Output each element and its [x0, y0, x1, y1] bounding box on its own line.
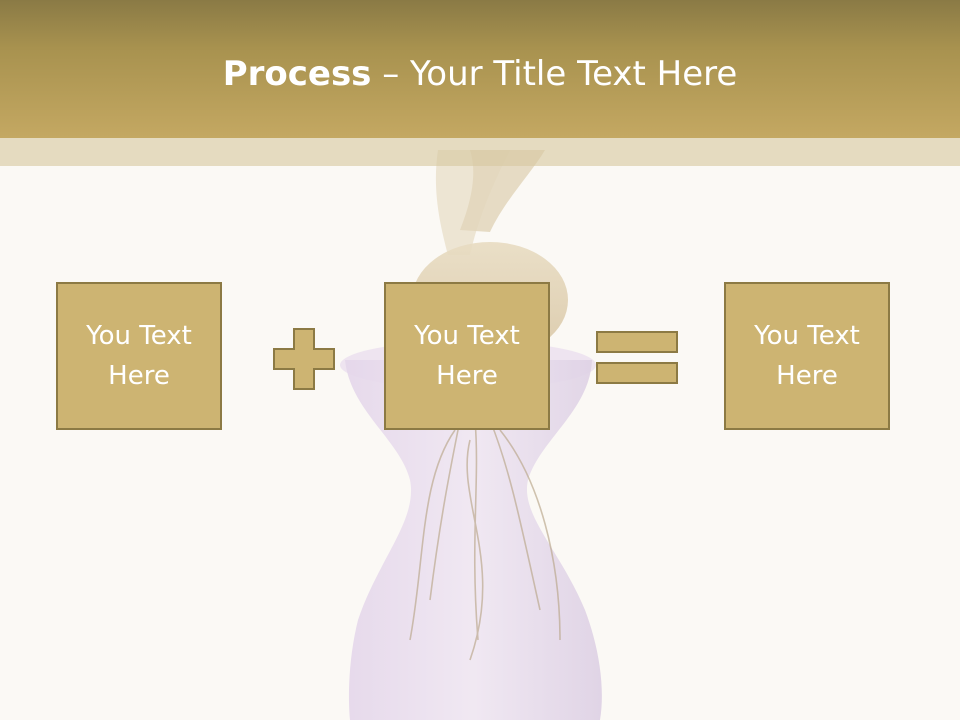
process-step-2-label: You Text Here [414, 321, 520, 391]
plus-icon [273, 328, 335, 390]
process-step-1-box[interactable]: You Text Here [56, 282, 222, 430]
header-band [0, 0, 960, 138]
process-step-2-box[interactable]: You Text Here [384, 282, 550, 430]
title-text: – Your Title Text Here [371, 54, 738, 94]
process-step-1-label: You Text Here [86, 321, 192, 391]
slide-title: Process – Your Title Text Here [0, 52, 960, 96]
title-emphasis: Process [222, 54, 372, 94]
process-result-box[interactable]: You Text Here [724, 282, 890, 430]
process-result-label: You Text Here [754, 321, 860, 391]
equals-icon [596, 331, 678, 384]
header-accent-strip [0, 138, 960, 166]
